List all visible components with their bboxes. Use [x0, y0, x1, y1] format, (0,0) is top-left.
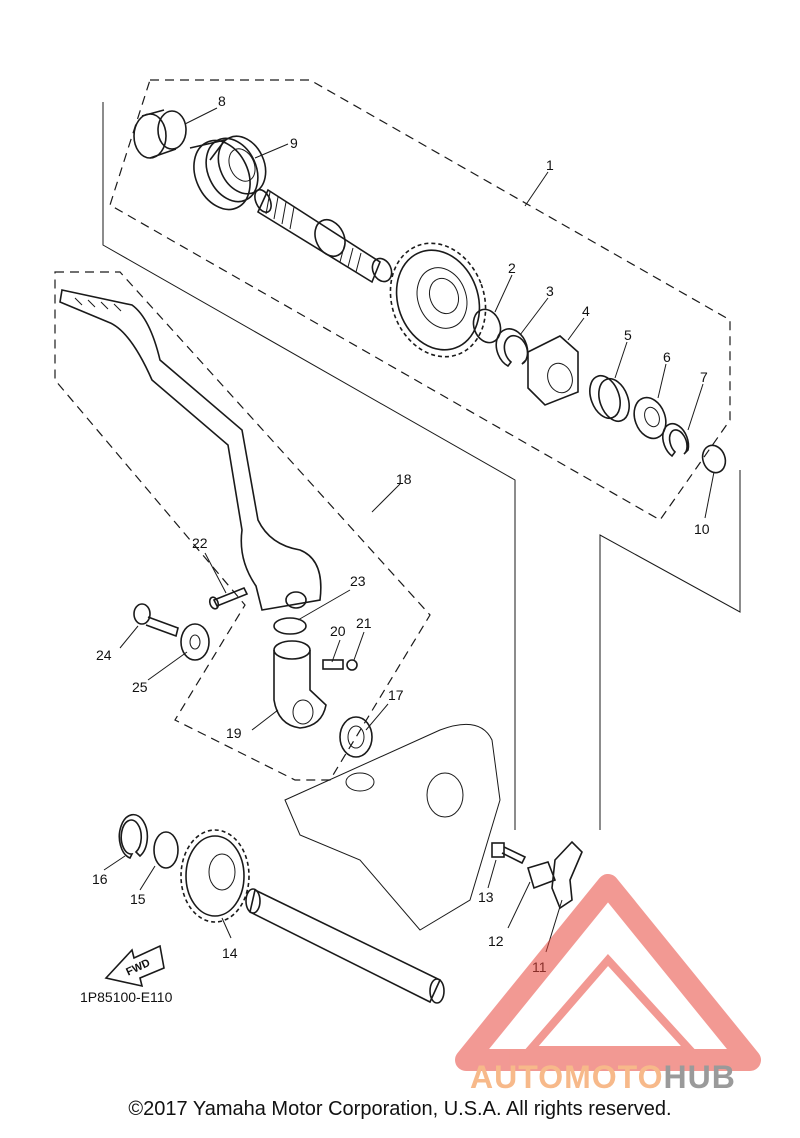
part-label-21: 21	[356, 615, 372, 631]
washer-25	[180, 623, 210, 661]
part-label-24: 24	[96, 647, 112, 663]
kick-gear	[389, 242, 487, 358]
part-label-23: 23	[350, 573, 366, 589]
idle-gear-14	[180, 829, 250, 923]
bolt-22	[208, 586, 249, 610]
watermark-triangle	[455, 874, 761, 1071]
torsion-spring-9	[189, 135, 267, 211]
ball-21	[346, 659, 358, 671]
part-label-7: 7	[700, 369, 708, 385]
ratchet-4	[527, 335, 579, 406]
leader-lines	[103, 107, 715, 953]
part-label-18: 18	[396, 471, 412, 487]
watermark-logo	[455, 874, 761, 1071]
copyright-notice: ©2017 Yamaha Motor Corporation, U.S.A. A…	[128, 1098, 672, 1120]
part-label-8: 8	[218, 93, 226, 109]
crankcase-cover	[284, 723, 501, 931]
part-label-17: 17	[388, 687, 404, 703]
part-label-16: 16	[92, 871, 108, 887]
part-label-5: 5	[624, 327, 632, 343]
washer-15	[153, 831, 179, 869]
group-outline-18	[54, 271, 431, 781]
part-label-13: 13	[478, 889, 494, 905]
part-label-20: 20	[330, 623, 346, 639]
part-label-14: 14	[222, 945, 238, 961]
bolt-24	[133, 603, 179, 638]
spring-20	[322, 659, 344, 670]
circlip-3	[495, 328, 529, 368]
washer-2	[472, 308, 502, 344]
circlip-16	[118, 813, 149, 860]
circlip-7	[662, 422, 690, 458]
part-label-3: 3	[546, 283, 554, 299]
watermark-text-a: AUTOMOTO	[470, 1059, 663, 1095]
plate-12	[527, 861, 557, 890]
frame-line-lower	[599, 470, 741, 830]
part-label-12: 12	[488, 933, 504, 949]
kick-crank-18	[59, 289, 322, 611]
circlip-10	[701, 444, 727, 474]
part-label-1: 1	[546, 157, 554, 173]
diagram-code: 1P85100-E110	[80, 989, 173, 1005]
o-ring-23	[273, 617, 307, 635]
kick-idle-shaft	[245, 888, 445, 1004]
part-label-10: 10	[694, 521, 710, 537]
spring-5	[589, 374, 630, 423]
part-label-2: 2	[508, 260, 516, 276]
collar-8	[133, 109, 187, 159]
fwd-arrow: FWD	[104, 944, 165, 988]
part-label-25: 25	[132, 679, 148, 695]
frame-line-upper	[102, 102, 516, 830]
part-label-9: 9	[290, 135, 298, 151]
part-label-15: 15	[130, 891, 146, 907]
part-label-19: 19	[226, 725, 242, 741]
part-label-6: 6	[663, 349, 671, 365]
group-outline-1	[109, 79, 731, 521]
kick-boss-19	[273, 640, 327, 729]
part-label-22: 22	[192, 535, 208, 551]
kick-shaft	[254, 188, 393, 284]
washer-6	[633, 396, 667, 440]
guide-11	[551, 840, 583, 910]
bolt-13	[491, 842, 527, 865]
part-label-4: 4	[582, 303, 590, 319]
oil-seal-17	[339, 716, 373, 758]
watermark-text-b: HUB	[663, 1059, 735, 1095]
watermark-text: AUTOMOTOHUB	[470, 1059, 736, 1095]
